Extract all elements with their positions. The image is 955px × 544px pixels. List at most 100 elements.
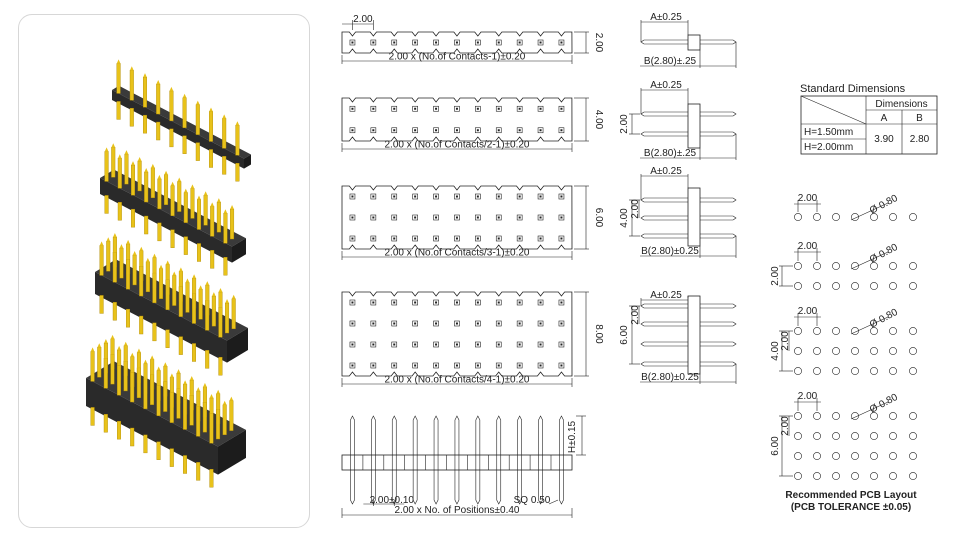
pin-upper [139,265,144,297]
pin-square [558,341,565,348]
pcb-hole [870,432,878,440]
pin-center [414,301,417,304]
pin-upper [164,174,169,205]
pin-center [372,237,375,240]
pin-upper [225,302,230,334]
pin-square [391,105,398,112]
pitch-label: 2.00 [353,14,373,25]
pin-lower [222,156,227,175]
pin-square [454,362,460,369]
pin-square [391,341,398,348]
pin-center [497,343,500,346]
pin-upper [90,351,95,382]
pcb-hole [813,367,821,375]
pin-square [454,235,460,242]
pin-upper [235,125,240,156]
pcb-hole [794,472,802,480]
pin-tip [137,348,141,353]
pin-center [497,107,500,110]
pin-upper [210,206,215,237]
pin-tip [192,274,196,279]
pin-center [518,364,521,367]
pin-upper [195,104,200,135]
pin-upper [116,364,121,396]
pin-lower [156,121,161,141]
pin-square [495,362,502,369]
side-housing [687,103,701,149]
pin-center [539,364,542,367]
pin-lower [235,163,240,182]
pin-tip [196,100,200,105]
pin-square [537,320,544,327]
table-frame [800,95,938,155]
pcb-hole [909,282,917,290]
pin-tip [130,66,134,71]
pin-upper [163,381,168,412]
pin-square [454,193,460,200]
pin-center [372,343,375,346]
pin-tip [222,114,226,119]
pin-square [412,299,418,306]
pcb-hole [794,282,802,290]
front-pin [371,415,376,505]
side-pin-lower [700,321,737,327]
pcb-hole [909,213,917,221]
pin-square [370,341,377,348]
pin-center [476,237,479,240]
pin-lower [182,455,187,474]
pin-tip [143,73,147,78]
pin-center [539,107,542,110]
pin-tip [119,244,124,249]
pin-tip [203,398,207,403]
pin-tip [203,382,207,387]
pcb-pitch-label: 2.00 [798,193,818,204]
pin-upper [191,293,196,324]
pin-square [370,214,377,221]
pin-square [433,127,439,134]
pin-lower [129,108,134,127]
pin-tip [99,241,104,246]
pcb-hole [870,472,878,480]
pin-upper [123,360,128,392]
pin-center [560,41,563,44]
pcb-hole [870,367,878,375]
front-pin [538,415,543,505]
pcb-hole [870,412,878,420]
pin-tip [137,156,142,161]
pin-square [349,299,356,306]
pin-center [393,129,396,132]
front-pin [454,415,460,505]
pin-lower [112,302,117,321]
pin-center [518,195,521,198]
pin-center [497,41,500,44]
pcb-hole [851,452,859,460]
pin-lower [205,350,210,369]
pitch-span-label: 4.00 [619,208,630,228]
pin-upper [142,76,147,108]
hole-diameter-label: Ø 0.80 [868,242,900,266]
pin-center [497,195,500,198]
pcb-hole [851,282,859,290]
pin-upper [156,83,161,115]
side-view-drawings: A±0.25B(2.80)±.25A±0.25B(2.80)±.252.00A±… [619,12,737,384]
pin-lower [183,236,188,255]
pin-tip [123,341,128,346]
pin-tip [163,362,168,367]
pin-center [372,41,375,44]
pcb-hole [794,432,802,440]
pcb-hole [832,213,840,221]
pin-square [537,105,544,112]
pin-tip [217,198,221,203]
pin-upper [150,167,155,199]
pin-center [455,195,458,198]
length-dimension-label: 2.00 x (No.of Contacts/2-1)±0.20 [384,140,529,151]
pin-tip [230,205,234,210]
pcb-hole [794,367,802,375]
pin-lower [182,135,187,154]
pin-square [516,193,523,200]
pin-tip [177,177,182,182]
pin-upper [198,289,203,320]
pin-tip [231,294,236,299]
